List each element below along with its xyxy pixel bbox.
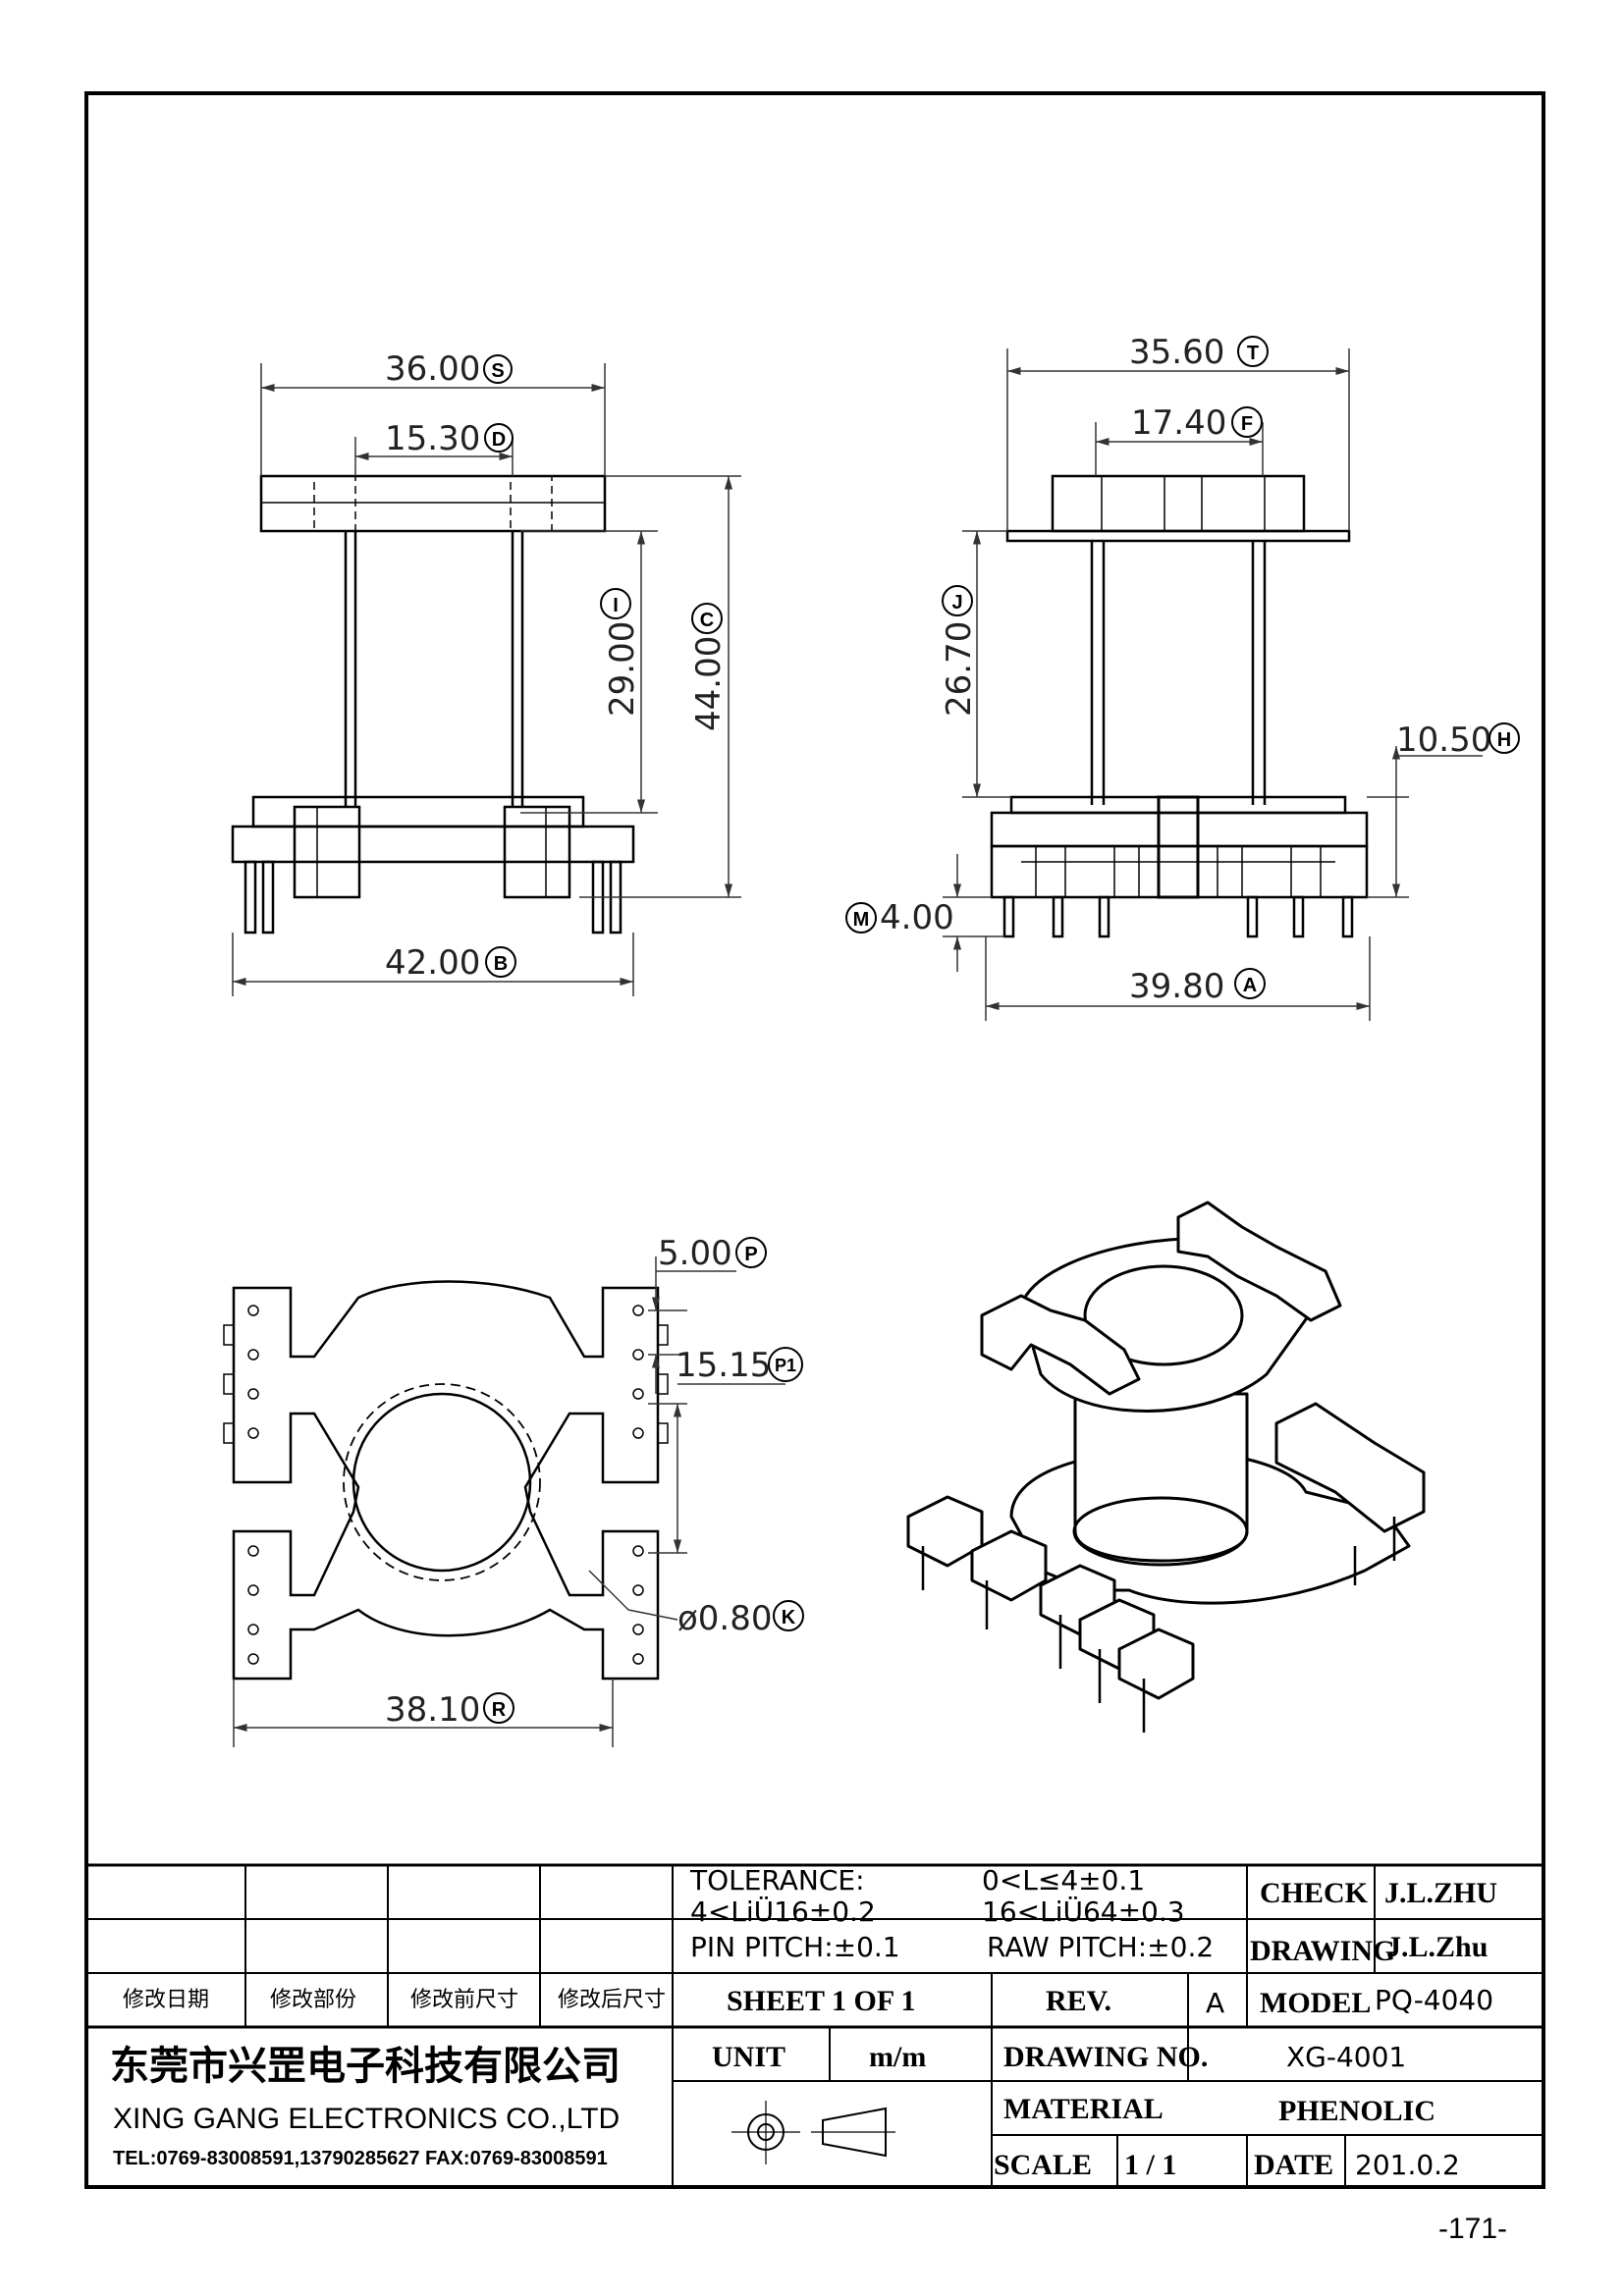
title-block-grid	[86, 1863, 1543, 2187]
company-contact: TEL:0769-83008591,13790285627 FAX:0769-8…	[113, 2148, 608, 2169]
scale-value: 1 / 1	[1124, 2149, 1176, 2181]
dim-D-badge: D	[484, 423, 514, 453]
tolerance-label: TOLERANCE:	[689, 1864, 865, 1896]
dim-A-value: 39.80	[1129, 967, 1224, 1006]
dim-D-letter: D	[492, 429, 506, 451]
projection-symbol-icon	[731, 2101, 895, 2164]
dim-K-badge: K	[773, 1600, 804, 1631]
model-value: PQ-4040	[1375, 1984, 1493, 2016]
company-name-en: XING GANG ELECTRONICS CO.,LTD	[113, 2103, 620, 2135]
bottom-view	[223, 1280, 669, 1681]
drawing-label: DRAWING	[1250, 1935, 1395, 1967]
tolerance-range-2: 4<LiÜ16±0.2	[690, 1895, 876, 1928]
dim-M-letter: M	[853, 909, 870, 931]
unit-label: UNIT	[712, 2041, 785, 2073]
date-label: DATE	[1254, 2149, 1333, 2181]
dim-B-value: 42.00	[385, 943, 480, 983]
dim-P1-letter: P1	[775, 1356, 796, 1375]
dim-H-badge: H	[1489, 722, 1520, 754]
rev-header-before: 修改前尺寸	[410, 1988, 518, 2012]
bottom-dimensions	[233, 1256, 785, 1747]
raw-pitch-tolerance: RAW PITCH:±0.2	[987, 1931, 1214, 1963]
dim-R-value: 38.10	[385, 1690, 480, 1730]
dim-R-letter: R	[492, 1699, 507, 1721]
dim-F-badge: F	[1231, 406, 1263, 438]
material-value: PHENOLIC	[1278, 2095, 1435, 2127]
dim-J-badge: J	[942, 585, 973, 616]
dim-A-letter: A	[1243, 975, 1257, 996]
front-view	[231, 474, 635, 934]
dim-T-badge: T	[1237, 336, 1269, 367]
model-label: MODEL	[1260, 1987, 1371, 2019]
rev-value: A	[1206, 1987, 1224, 2019]
dim-C-badge: C	[691, 603, 723, 634]
dim-M-value: 4.00	[880, 898, 954, 937]
dim-T-letter: T	[1247, 343, 1259, 364]
dim-K-value: ø0.80	[677, 1599, 773, 1638]
unit-value: m/m	[869, 2041, 926, 2073]
date-value: 201.0.2	[1355, 2149, 1460, 2181]
dim-F-letter: F	[1241, 413, 1253, 435]
dim-S-badge: S	[483, 354, 513, 384]
side-view	[990, 474, 1369, 938]
dim-M-badge: M	[845, 902, 877, 934]
drawing-value: J.L.Zhu	[1386, 1931, 1488, 1963]
tolerance-range-3: 16<LiÜ64±0.3	[982, 1895, 1185, 1928]
sheet-info: SHEET 1 OF 1	[727, 1985, 916, 2017]
check-value: J.L.ZHU	[1384, 1877, 1497, 1909]
dim-I-badge: I	[600, 588, 631, 619]
dim-P-letter: P	[744, 1244, 757, 1265]
dim-T-value: 35.60	[1129, 333, 1224, 372]
dim-S-letter: S	[491, 360, 504, 382]
dim-A-badge: A	[1234, 968, 1266, 999]
dim-R-badge: R	[483, 1692, 514, 1724]
dim-I-letter: I	[613, 595, 619, 616]
dim-S-value: 36.00	[385, 349, 480, 389]
front-dimensions	[232, 363, 741, 996]
dim-P-value: 5.00	[658, 1234, 732, 1273]
page-number: -171-	[1438, 2213, 1507, 2245]
rev-header-part: 修改部份	[270, 1988, 356, 2012]
dim-P1-badge: P1	[768, 1347, 803, 1382]
dim-K-letter: K	[782, 1607, 796, 1629]
rev-header-after: 修改后尺寸	[558, 1988, 666, 2012]
rev-label: REV.	[1046, 1985, 1111, 2017]
isometric-view	[906, 1201, 1426, 1733]
dim-I-value: 29.00	[603, 621, 642, 717]
dim-H-letter: H	[1497, 729, 1511, 751]
side-dimensions	[943, 348, 1483, 1021]
drawing-no-label: DRAWING NO.	[1003, 2041, 1208, 2073]
check-label: CHECK	[1260, 1877, 1369, 1909]
drawing-no-value: XG-4001	[1286, 2041, 1406, 2073]
dim-F-value: 17.40	[1131, 403, 1226, 443]
material-label: MATERIAL	[1003, 2093, 1164, 2125]
company-name-cn: 东莞市兴罡电子科技有限公司	[110, 2045, 621, 2088]
scale-label: SCALE	[994, 2149, 1092, 2181]
dim-D-value: 15.30	[385, 419, 480, 458]
dim-J-letter: J	[951, 592, 962, 614]
dim-C-letter: C	[700, 610, 714, 631]
pin-pitch-tolerance: PIN PITCH:±0.1	[690, 1931, 900, 1963]
dim-H-value: 10.50	[1396, 721, 1491, 760]
dim-C-value: 44.00	[689, 636, 729, 731]
drawing-border	[84, 91, 1545, 2189]
dim-J-value: 26.70	[940, 621, 979, 717]
dim-P-badge: P	[735, 1237, 767, 1268]
dim-P1-value: 15.15	[676, 1346, 771, 1385]
dim-B-badge: B	[485, 946, 516, 978]
dim-B-letter: B	[494, 953, 508, 975]
tolerance-range-1: 0<L≤4±0.1	[982, 1864, 1145, 1896]
rev-header-date: 修改日期	[123, 1988, 209, 2012]
